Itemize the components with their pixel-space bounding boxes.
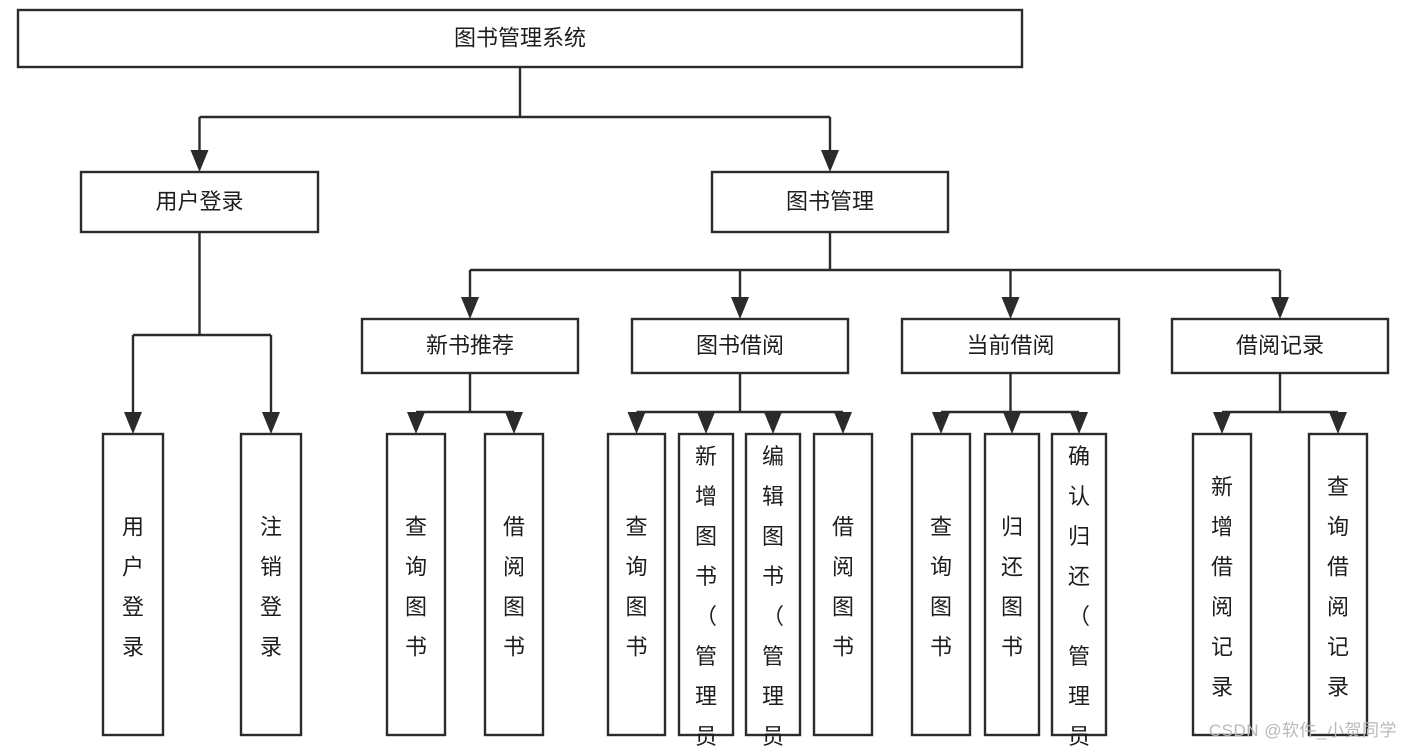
arrow-head-icon bbox=[1070, 412, 1088, 434]
node-box-current-borrow bbox=[900, 317, 1121, 375]
arrow-head-icon bbox=[764, 412, 782, 434]
arrow-head-icon bbox=[407, 412, 425, 434]
node-label-leaf-query-borrow-record: 查询借阅记录 bbox=[1327, 475, 1349, 700]
arrow-head-icon bbox=[1213, 412, 1231, 434]
node-book-management[interactable]: 图书管理 bbox=[710, 170, 950, 234]
node-box-leaf-return-book bbox=[983, 432, 1041, 737]
node-leaf-query-book-rec[interactable]: 查询图书 bbox=[385, 432, 447, 737]
node-box-root bbox=[16, 8, 1024, 69]
node-book-borrow[interactable]: 图书借阅 bbox=[630, 317, 850, 375]
arrow-head-icon bbox=[262, 412, 280, 434]
arrow-head-icon bbox=[731, 297, 749, 319]
arrow-head-icon bbox=[932, 412, 950, 434]
csdn-watermark: CSDN @软件_小贺同学 bbox=[1208, 721, 1397, 740]
arrow-head-icon bbox=[834, 412, 852, 434]
node-leaf-query-borrow-record[interactable]: 查询借阅记录 bbox=[1307, 432, 1369, 737]
arrow-head-icon bbox=[190, 150, 209, 172]
node-box-leaf-query-book-borrow bbox=[606, 432, 667, 737]
node-label-leaf-query-book-borrow: 查询图书 bbox=[625, 515, 647, 660]
arrow-head-icon bbox=[821, 150, 839, 172]
arrow-head-icon bbox=[697, 412, 715, 434]
node-label-leaf-user-login: 用户登录 bbox=[122, 515, 144, 660]
node-leaf-logout[interactable]: 注销登录 bbox=[239, 432, 303, 737]
node-leaf-edit-book-admin[interactable]: 编辑图书（管理员） bbox=[744, 432, 802, 747]
node-box-leaf-confirm-return-admin bbox=[1050, 432, 1108, 737]
nodes-layer: 图书管理系统用户登录图书管理新书推荐图书借阅当前借阅借阅记录用户登录注销登录查询… bbox=[16, 8, 1390, 747]
node-label-current-borrow: 当前借阅 bbox=[966, 333, 1054, 358]
node-label-leaf-edit-book-admin: 编辑图书（管理员） bbox=[762, 444, 784, 747]
arrow-head-icon bbox=[124, 412, 142, 434]
arrow-head-icon bbox=[1001, 297, 1020, 319]
node-leaf-add-book-admin[interactable]: 新增图书（管理员） bbox=[677, 432, 735, 747]
node-label-leaf-logout: 注销登录 bbox=[260, 515, 282, 660]
node-label-leaf-borrow-book: 借阅图书 bbox=[832, 515, 854, 660]
node-root[interactable]: 图书管理系统 bbox=[16, 8, 1024, 69]
node-box-user-login bbox=[79, 170, 320, 234]
node-box-book-management bbox=[710, 170, 950, 234]
node-label-root: 图书管理系统 bbox=[454, 25, 586, 50]
arrow-head-icon bbox=[1003, 412, 1021, 434]
arrow-heads-layer bbox=[124, 150, 1347, 434]
node-label-leaf-add-book-admin: 新增图书（管理员） bbox=[695, 444, 717, 747]
node-label-user-login: 用户登录 bbox=[155, 189, 243, 214]
node-box-leaf-query-book-current bbox=[910, 432, 972, 737]
arrow-head-icon bbox=[1271, 297, 1289, 319]
node-box-leaf-user-login bbox=[101, 432, 165, 737]
arrow-head-icon bbox=[505, 412, 523, 434]
node-box-leaf-logout bbox=[239, 432, 303, 737]
node-box-leaf-query-book-rec bbox=[385, 432, 447, 737]
node-label-borrow-records: 借阅记录 bbox=[1236, 333, 1324, 358]
node-box-leaf-query-borrow-record bbox=[1307, 432, 1369, 737]
node-leaf-add-borrow-record[interactable]: 新增借阅记录 bbox=[1191, 432, 1253, 737]
node-box-leaf-add-borrow-record bbox=[1191, 432, 1253, 737]
node-box-borrow-records bbox=[1170, 317, 1390, 375]
node-box-leaf-borrow-book-rec bbox=[483, 432, 545, 737]
node-box-leaf-add-book-admin bbox=[677, 432, 735, 737]
node-leaf-query-book-borrow[interactable]: 查询图书 bbox=[606, 432, 667, 737]
arrow-head-icon bbox=[1329, 412, 1347, 434]
node-label-leaf-query-book-rec: 查询图书 bbox=[405, 515, 427, 660]
node-label-leaf-add-borrow-record: 新增借阅记录 bbox=[1211, 475, 1233, 700]
node-current-borrow[interactable]: 当前借阅 bbox=[900, 317, 1121, 375]
arrow-head-icon bbox=[627, 412, 646, 434]
node-leaf-borrow-book-rec[interactable]: 借阅图书 bbox=[483, 432, 545, 737]
node-label-new-book-recommend: 新书推荐 bbox=[426, 333, 514, 358]
node-label-leaf-query-book-current: 查询图书 bbox=[930, 515, 952, 660]
node-label-book-borrow: 图书借阅 bbox=[696, 333, 784, 358]
node-leaf-query-book-current[interactable]: 查询图书 bbox=[910, 432, 972, 737]
node-new-book-recommend[interactable]: 新书推荐 bbox=[360, 317, 580, 375]
node-label-leaf-return-book: 归还图书 bbox=[1001, 515, 1023, 660]
node-box-leaf-borrow-book bbox=[812, 432, 874, 737]
node-leaf-user-login[interactable]: 用户登录 bbox=[101, 432, 165, 737]
node-label-leaf-borrow-book-rec: 借阅图书 bbox=[503, 515, 525, 660]
node-label-book-management: 图书管理 bbox=[786, 189, 874, 214]
arrow-head-icon bbox=[461, 297, 479, 319]
node-leaf-confirm-return-admin[interactable]: 确认归还（管理员） bbox=[1050, 432, 1108, 747]
node-box-new-book-recommend bbox=[360, 317, 580, 375]
node-label-leaf-confirm-return-admin: 确认归还（管理员） bbox=[1068, 444, 1090, 747]
node-leaf-borrow-book[interactable]: 借阅图书 bbox=[812, 432, 874, 737]
node-user-login[interactable]: 用户登录 bbox=[79, 170, 320, 234]
node-box-book-borrow bbox=[630, 317, 850, 375]
node-leaf-return-book[interactable]: 归还图书 bbox=[983, 432, 1041, 737]
node-borrow-records[interactable]: 借阅记录 bbox=[1170, 317, 1390, 375]
node-box-leaf-edit-book-admin bbox=[744, 432, 802, 737]
